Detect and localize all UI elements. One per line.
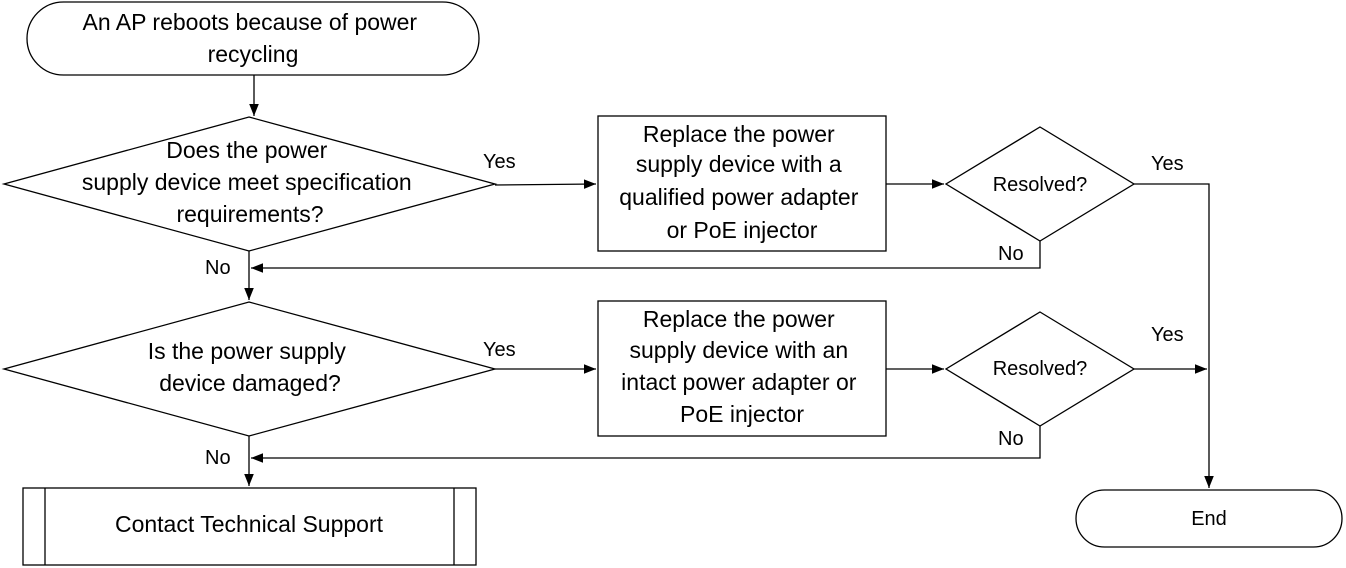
decision-spec-label: Does the power supply device meet specif… (82, 137, 418, 227)
contact-support-process (22, 487, 477, 566)
end-label: End (1191, 508, 1227, 530)
contact-support-label: Contact Technical Support (115, 511, 384, 537)
label-spec-yes: Yes (483, 151, 516, 173)
resolved-1-label: Resolved? (993, 174, 1088, 196)
label-resolved2-yes: Yes (1151, 324, 1184, 346)
edge-resolved1-yes (1134, 183, 1214, 488)
resolved-2-label: Resolved? (993, 358, 1088, 380)
edge-spec-yes (494, 179, 597, 189)
label-resolved1-no: No (998, 243, 1024, 265)
start-label: An AP reboots because of power recycling (83, 9, 424, 67)
start-terminal (26, 1, 480, 76)
edge-resolved2-no (251, 426, 1041, 463)
action-intact-label: Replace the power supply device with an … (621, 306, 863, 427)
label-resolved2-no: No (998, 428, 1024, 450)
decision-device-damaged (1, 301, 498, 437)
action-replace-intact (597, 300, 887, 437)
label-spec-no: No (205, 257, 231, 279)
end-terminal (1075, 489, 1343, 548)
action-qualified-label: Replace the power supply device with a q… (619, 121, 865, 243)
action-replace-qualified (597, 115, 887, 252)
label-damaged-yes: Yes (483, 339, 516, 361)
edge-resolved1-no (251, 241, 1041, 273)
label-damaged-no: No (205, 447, 231, 469)
label-resolved1-yes: Yes (1151, 153, 1184, 175)
decision-damaged-label: Is the power supply device damaged? (148, 338, 353, 396)
